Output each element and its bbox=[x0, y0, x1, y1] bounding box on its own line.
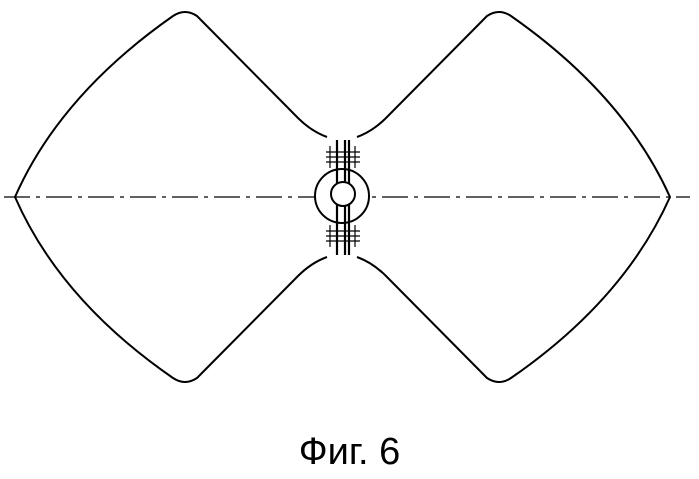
upper-hatch-marks bbox=[326, 146, 360, 168]
figure-caption: Фиг. 6 bbox=[0, 432, 699, 472]
hub-inner-circle bbox=[331, 182, 355, 206]
lower-hatch-marks bbox=[326, 225, 360, 247]
